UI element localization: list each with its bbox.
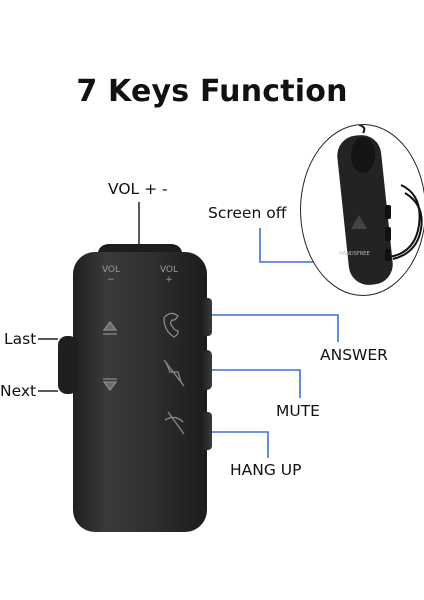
down-arrow-icon <box>102 381 118 392</box>
scroll-wheel <box>58 336 78 394</box>
inset-closeup: HANDSFREE <box>300 124 424 296</box>
inset-brand-text: HANDSFREE <box>339 251 370 257</box>
mute-side-button <box>200 350 212 390</box>
next-label: Next <box>0 382 37 400</box>
phone-answer-icon <box>163 312 179 338</box>
answer-label: ANSWER <box>320 346 388 364</box>
hang-up-label: HANG UP <box>230 461 302 479</box>
mute-callout-line <box>212 369 301 398</box>
hangup-callout-line <box>212 431 269 458</box>
hangup-side-button <box>200 412 212 450</box>
answer-callout-line <box>212 314 339 342</box>
mute-label: MUTE <box>276 402 320 420</box>
vol-label: VOL + - <box>108 180 168 198</box>
up-arrow-icon <box>102 320 118 331</box>
vol-minus-engraving: VOL− <box>101 265 121 285</box>
screen-off-label: Screen off <box>208 204 287 222</box>
inset-device-illustration <box>337 125 423 285</box>
page-title: 7 Keys Function <box>76 74 348 109</box>
last-label: Last <box>4 330 37 348</box>
volume-rocker <box>98 244 182 252</box>
answer-side-button <box>200 298 212 336</box>
hangup-icon <box>164 416 184 423</box>
vol-plus-engraving: VOL+ <box>159 265 179 285</box>
remote-body <box>73 252 207 532</box>
